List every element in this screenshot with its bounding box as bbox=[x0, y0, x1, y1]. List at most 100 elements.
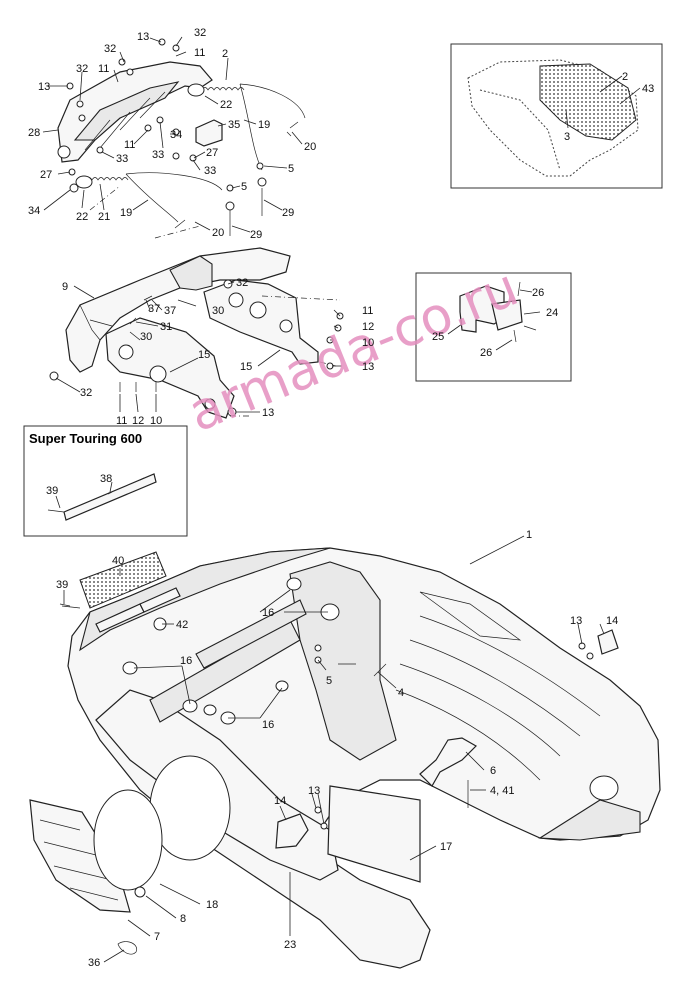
callout: 27 bbox=[40, 169, 52, 181]
callout: 32 bbox=[194, 27, 206, 39]
callout: 19 bbox=[120, 207, 132, 219]
callout: 22 bbox=[220, 99, 232, 111]
callout: 33 bbox=[152, 149, 164, 161]
callout: 20 bbox=[212, 227, 224, 239]
callout: 11 bbox=[194, 47, 205, 59]
callout: 24 bbox=[546, 307, 558, 319]
callout: 14 bbox=[606, 615, 618, 627]
leaders-top-left bbox=[42, 36, 303, 233]
inset-mesh-guard bbox=[450, 43, 663, 189]
inset-heading: Super Touring 600 bbox=[29, 431, 142, 446]
callout: 5 bbox=[288, 163, 294, 175]
callout: 33 bbox=[116, 153, 128, 165]
callout: 30 bbox=[212, 305, 224, 317]
callout: 5 bbox=[241, 181, 247, 193]
belly-pan-assembly bbox=[29, 547, 661, 969]
cable-19-lower bbox=[125, 172, 223, 223]
callout: 26 bbox=[532, 287, 544, 299]
callout: 2 bbox=[222, 48, 228, 60]
callout: 28 bbox=[28, 127, 40, 139]
callout: 23 bbox=[284, 939, 296, 951]
callout: 16 bbox=[262, 719, 274, 731]
callout: 1 bbox=[526, 529, 532, 541]
callout: 39 bbox=[46, 485, 58, 497]
callout: 36 bbox=[88, 957, 100, 969]
callout: 12 bbox=[362, 321, 374, 333]
callout: 19 bbox=[258, 119, 270, 131]
callout: 17 bbox=[440, 841, 452, 853]
inset-super-touring bbox=[23, 425, 188, 537]
callout: 34 bbox=[28, 205, 40, 217]
callout: 37 bbox=[148, 303, 160, 315]
bracket-6 bbox=[419, 737, 477, 787]
callout: 27 bbox=[206, 147, 218, 159]
front-bumper-assembly bbox=[49, 247, 344, 419]
callout: 38 bbox=[100, 473, 112, 485]
inset-bracket bbox=[415, 272, 572, 382]
leaders-middle-left bbox=[55, 281, 342, 413]
callout: 40 bbox=[112, 555, 124, 567]
callout: 16 bbox=[262, 607, 274, 619]
callout: 3 bbox=[564, 131, 570, 143]
callout: 32 bbox=[76, 63, 88, 75]
callout: 2 bbox=[622, 71, 628, 83]
callout: 30 bbox=[140, 331, 152, 343]
callout: 11 bbox=[116, 415, 127, 427]
upper-bracket-assembly bbox=[57, 38, 306, 239]
callout: 22 bbox=[76, 211, 88, 223]
callout: 10 bbox=[150, 415, 162, 427]
callout: 6 bbox=[490, 765, 496, 777]
callout: 43 bbox=[642, 83, 654, 95]
callout: 32 bbox=[236, 277, 248, 289]
callout: 15 bbox=[198, 349, 210, 361]
callout: 13 bbox=[362, 361, 374, 373]
callout: 34 bbox=[170, 129, 182, 141]
callout: 32 bbox=[80, 387, 92, 399]
callout: 20 bbox=[304, 141, 316, 153]
callout: 11 bbox=[362, 305, 373, 317]
callout: 15 bbox=[240, 361, 252, 373]
callout: 13 bbox=[137, 31, 149, 43]
callout: 13 bbox=[308, 785, 320, 797]
callout: 26 bbox=[480, 347, 492, 359]
callout: 21 bbox=[98, 211, 110, 223]
callout: 13 bbox=[262, 407, 274, 419]
callout: 14 bbox=[274, 795, 286, 807]
callout: 7 bbox=[154, 931, 160, 943]
grommets-16 bbox=[122, 577, 340, 725]
callout: 31 bbox=[160, 321, 172, 333]
callout: 18 bbox=[206, 899, 218, 911]
callout: 9 bbox=[62, 281, 68, 293]
callout: 33 bbox=[204, 165, 216, 177]
tunnel bbox=[289, 561, 397, 761]
callout: 29 bbox=[282, 207, 294, 219]
bracket-28-web bbox=[73, 81, 180, 141]
callout: 16 bbox=[180, 655, 192, 667]
callout: 12 bbox=[132, 415, 144, 427]
callout: 10 bbox=[362, 337, 374, 349]
plate-17 bbox=[327, 785, 421, 883]
callout: 32 bbox=[104, 43, 116, 55]
callout: 5 bbox=[326, 675, 332, 687]
callout: 13 bbox=[570, 615, 582, 627]
bracket-15-left bbox=[105, 317, 235, 419]
callout: 42 bbox=[176, 619, 188, 631]
leaders-main bbox=[63, 535, 605, 963]
cover-7 bbox=[29, 799, 131, 913]
callout: 11 bbox=[124, 139, 135, 151]
callout: 35 bbox=[228, 119, 240, 131]
grille-40 bbox=[79, 551, 167, 609]
callout: 8 bbox=[180, 913, 186, 925]
spring-21 bbox=[85, 177, 129, 181]
callout: 39 bbox=[56, 579, 68, 591]
cable-19-upper bbox=[239, 83, 306, 171]
callouts: 13 32 32 11 2 13 32 11 22 28 34 35 19 11… bbox=[28, 27, 654, 969]
callout: 4 bbox=[398, 687, 404, 699]
callout: 37 bbox=[164, 305, 176, 317]
callout: 13 bbox=[38, 81, 50, 93]
callout: 25 bbox=[432, 331, 444, 343]
callout: 29 bbox=[250, 229, 262, 241]
callout: 4, 41 bbox=[490, 785, 514, 797]
bumper-9 bbox=[65, 247, 291, 373]
